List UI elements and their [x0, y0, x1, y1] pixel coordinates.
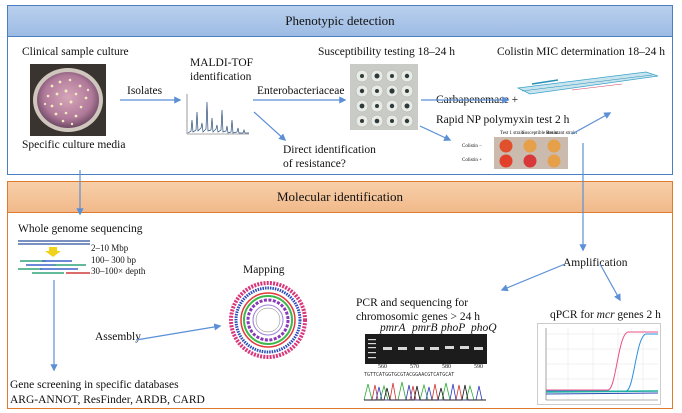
seq-pos-590: 590 [474, 364, 483, 370]
clinical-culture-label: Clinical sample culture [22, 46, 129, 58]
gene-phoQ: phoQ [471, 322, 497, 334]
colistin-mic-label: Colistin MIC determination 18–24 h [497, 46, 666, 58]
np-col2: Susceptible strain [522, 131, 558, 136]
rapid-np-tray: Test 1 strain Susceptible strain Resista… [460, 131, 577, 169]
amplification-label: Amplification [563, 257, 628, 269]
seq-pos-570: 570 [410, 364, 419, 370]
wgs-label: Whole genome sequencing [18, 223, 143, 235]
molecular-header: Molecular identification [8, 182, 672, 213]
qpcr-gene: mcr [596, 309, 615, 321]
np-col3: Resistant strain [546, 131, 577, 136]
maldi-label-2: identification [190, 71, 252, 83]
qpcr-label: qPCR for mcr genes 2 h [550, 308, 661, 322]
petri-dish-image [30, 64, 106, 136]
direct-id-label-2: of resistance? [283, 158, 346, 170]
read-length-label: 100– 300 bp [91, 255, 136, 265]
maldi-label-1: MALDI-TOF [190, 57, 254, 69]
pcr-gel-image [365, 334, 487, 364]
qpcr-plot-image [537, 323, 661, 405]
susceptibility-label: Susceptibility testing 18–24 h [318, 46, 456, 58]
mapping-label: Mapping [243, 264, 285, 276]
np-col1: Test 1 strain [500, 131, 525, 136]
pcr-label-1: PCR and sequencing for [356, 297, 469, 309]
depth-label: 30–100× depth [91, 266, 146, 276]
sequencing-chromatogram: TGTTCATGGTGCGTACGGAACGTCATGCAT [362, 370, 488, 402]
circular-genome-map [228, 280, 308, 360]
size-range-label: 2–10 Mbp [91, 243, 129, 253]
direct-id-label-1: Direct identification [283, 144, 376, 156]
phenotypic-header: Phenotypic detection [8, 6, 672, 37]
assembly-label: Assembly [95, 331, 141, 343]
gene-phoP: phoP [441, 322, 466, 334]
maldi-spectrum-image [183, 90, 251, 138]
databases-label: ARG-ANNOT, ResFinder, ARDB, CARD [10, 394, 205, 406]
gene-pmrB: pmrB [412, 322, 438, 334]
seq-pos-560: 560 [378, 364, 387, 370]
gene-screening-label: Gene screening in specific databases [10, 379, 179, 391]
seq-pos-580: 580 [442, 364, 451, 370]
isolates-label: Isolates [127, 85, 163, 97]
rapid-np-label: Rapid NP polymyxin test 2 h [436, 114, 570, 126]
mic-strip-image [512, 60, 662, 106]
susceptibility-plate-image [350, 64, 418, 130]
qpcr-prefix: qPCR for [550, 309, 597, 321]
svg-text:TGTTCATGGTGCGTACGGAACGTCATGCAT: TGTTCATGGTGCGTACGGAACGTCATGCAT [364, 372, 454, 378]
enterobacteriaceae-label: Enterobacteriaceae [257, 85, 345, 97]
np-row2: Colistin + [462, 158, 482, 163]
gene-pmrA: pmrA [380, 322, 406, 334]
pcr-label-2: chromosomic genes > 24 h [356, 311, 481, 323]
np-row1: Colistin − [462, 144, 482, 149]
qpcr-suffix: genes 2 h [614, 309, 661, 321]
phenotypic-panel: Phenotypic detection [7, 5, 673, 175]
wgs-reads-diagram [16, 238, 92, 280]
specific-media-label: Specific culture media [22, 139, 126, 151]
